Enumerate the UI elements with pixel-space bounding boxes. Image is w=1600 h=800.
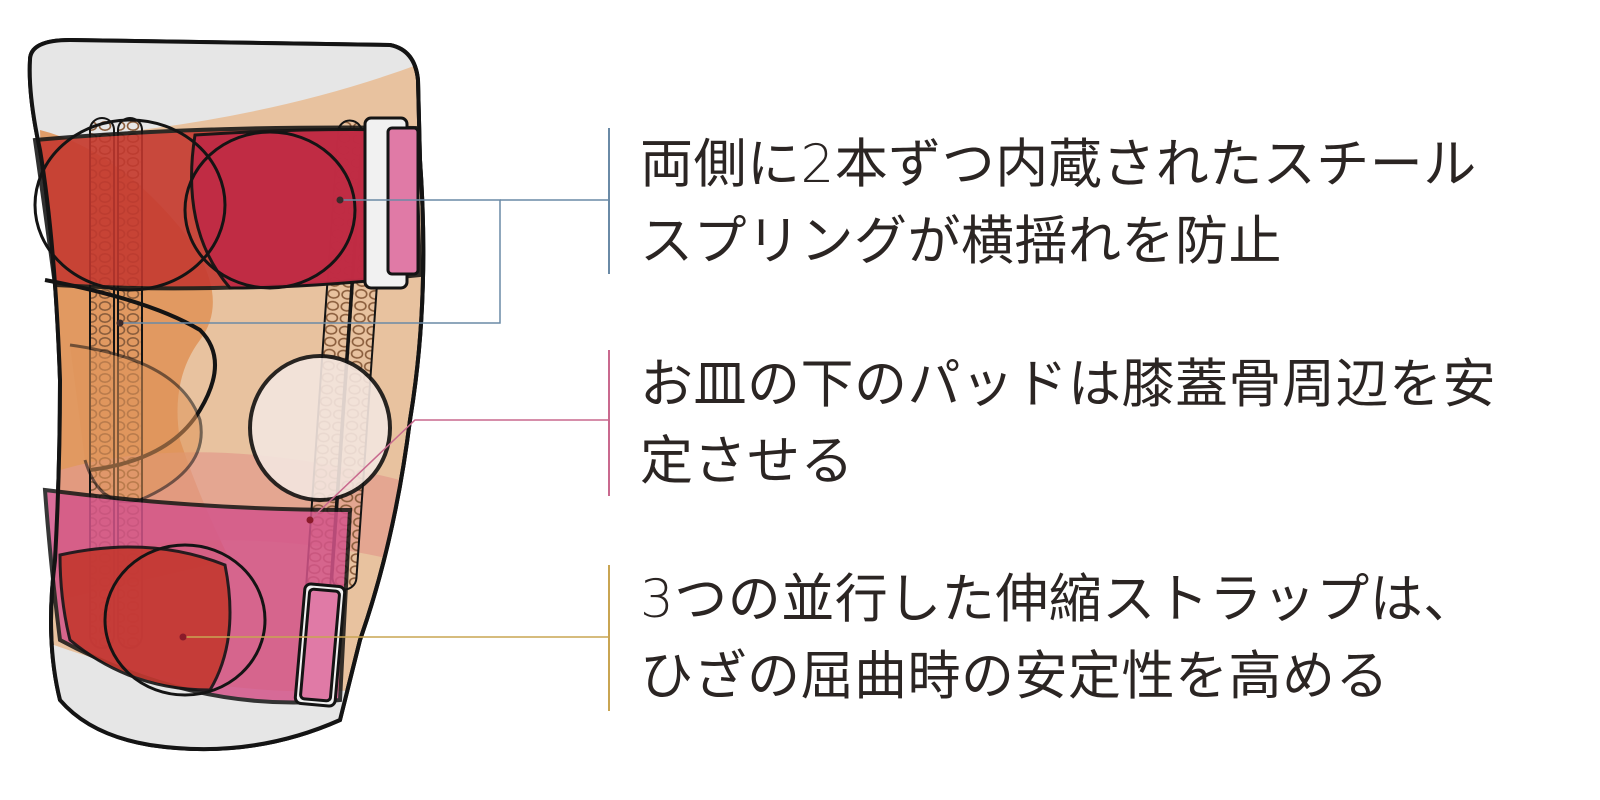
top-cuff [29,40,424,140]
callout-text-straps: 3つの並行した伸縮ストラップは、 ひざの屈曲時の安定性を高める [640,561,1590,715]
callout-line: 3つの並行した伸縮ストラップは、 [640,569,1477,630]
top-strap [32,116,423,292]
callout-line: 定させる [640,431,854,492]
callout-line: 両側に2本ずつ内蔵されたスチール [640,134,1477,195]
sleeve-outline [27,37,426,752]
callout-line: ひざの屈曲時の安定性を高める [640,646,1389,707]
leader-line-pad [306,419,608,524]
callout-line: スプリングが横揺れを防止 [640,211,1282,272]
callout-bar-pad [608,350,610,496]
patella-pad [248,354,392,502]
callout-line: お皿の下のパッドは膝蓋骨周辺を安 [640,354,1496,415]
callout-text-pad: お皿の下のパッドは膝蓋骨周辺を安 定させる [640,346,1590,500]
callout-bar-straps [608,565,610,711]
bottom-strap [42,487,353,708]
leader-line-straps [179,633,608,641]
leader-line-springs [116,196,608,327]
callout-text-springs: 両側に2本ずつ内蔵されたスチール スプリングが横揺れを防止 [640,126,1590,280]
callout-bar-springs [608,128,610,274]
